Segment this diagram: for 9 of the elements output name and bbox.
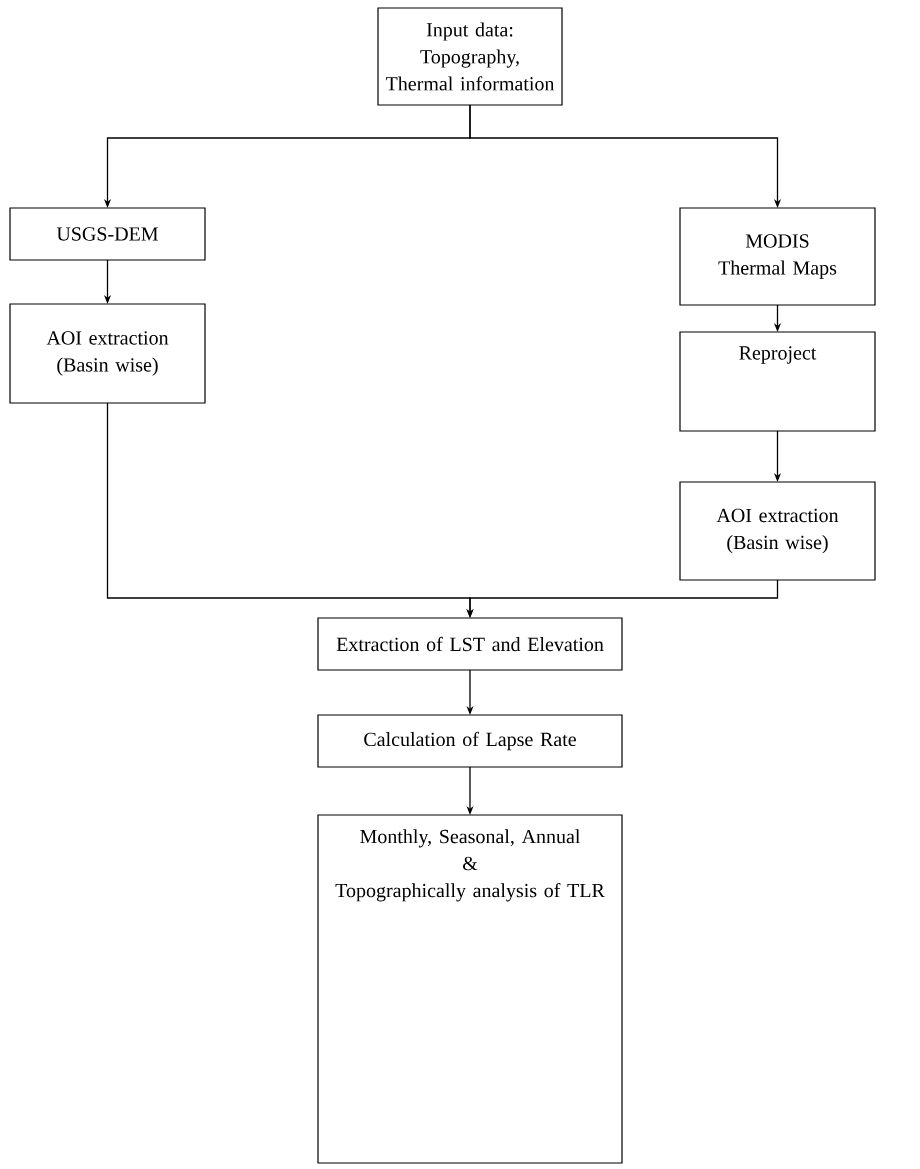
process-box: USGS-DEM: [9, 207, 206, 261]
process-box: Input data: Topography, Thermal information: [377, 7, 563, 106]
process-box: AOI extraction (Basin wise): [9, 303, 206, 404]
process-box: Extraction of LST and Elevation: [317, 617, 623, 671]
process-box: Monthly, Seasonal, Annual & Topographically analysis of TLR: [317, 814, 623, 1164]
process-box: AOI extraction (Basin wise): [679, 481, 876, 581]
process-box: Calculation of Lapse Rate: [317, 714, 623, 768]
process-box: MODIS Thermal Maps: [679, 207, 876, 306]
process-box: Reproject: [679, 331, 876, 432]
